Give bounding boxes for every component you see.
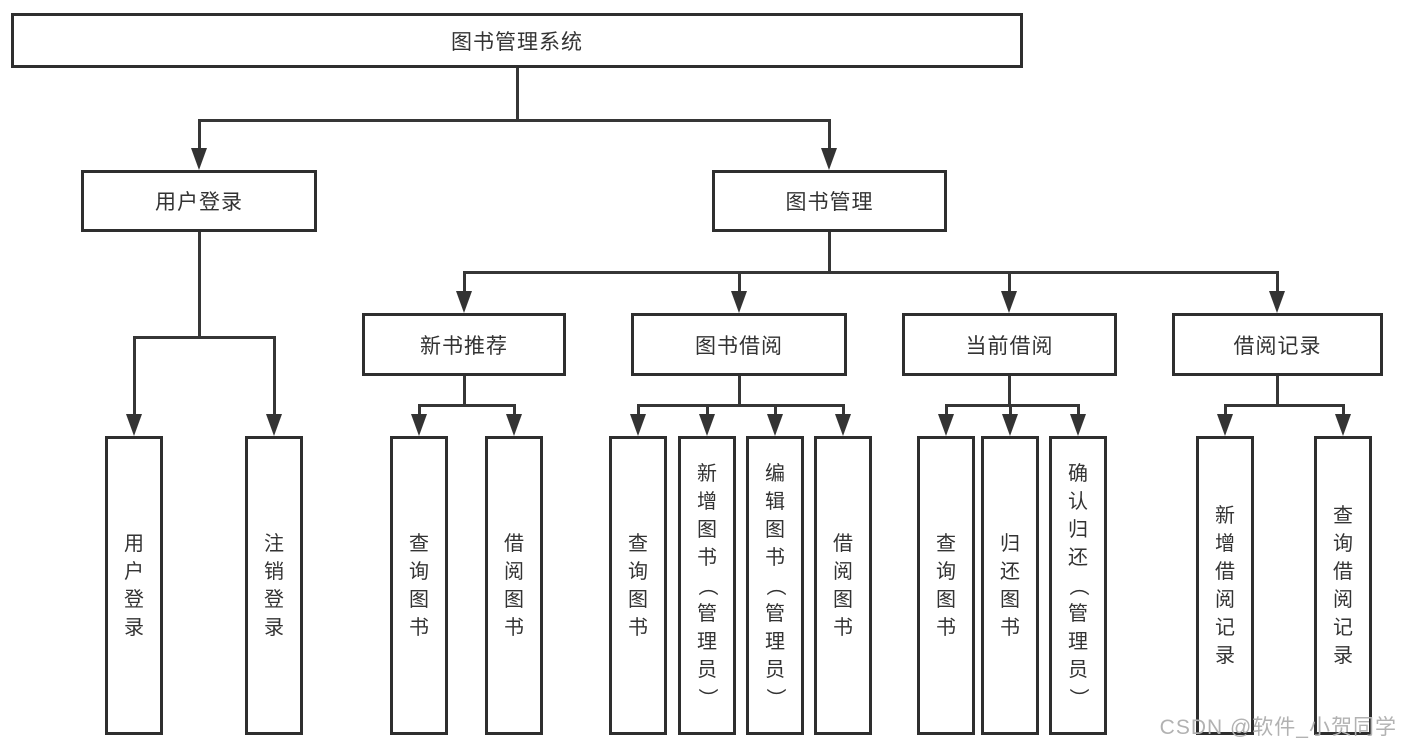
leaf-logout: 注销登录 <box>245 436 303 735</box>
connector-line <box>945 404 948 418</box>
arrowhead-down-icon <box>1335 414 1351 436</box>
arrowhead-down-icon <box>266 414 282 436</box>
leaf-query-books-borrowing: 查询图书 <box>609 436 667 735</box>
arrowhead-down-icon <box>699 414 715 436</box>
connector-line <box>198 232 201 338</box>
connector-line <box>1008 271 1011 295</box>
leaf-borrow-books-recommend: 借阅图书 <box>485 436 543 735</box>
arrowhead-down-icon <box>126 414 142 436</box>
connector-line <box>945 404 1079 407</box>
arrowhead-down-icon <box>1269 291 1285 313</box>
arrowhead-down-icon <box>1070 414 1086 436</box>
arrowhead-down-icon <box>191 148 207 170</box>
connector-line <box>706 404 709 418</box>
arrowhead-down-icon <box>1001 291 1017 313</box>
connector-line <box>463 271 466 295</box>
arrowhead-down-icon <box>767 414 783 436</box>
leaf-borrow-books-borrowing: 借阅图书 <box>814 436 872 735</box>
connector-line <box>1009 404 1012 418</box>
node-user-login: 用户登录 <box>81 170 317 232</box>
node-borrowing-records: 借阅记录 <box>1172 313 1383 376</box>
connector-line <box>1077 404 1080 418</box>
arrowhead-down-icon <box>731 291 747 313</box>
leaf-edit-books-admin: 编辑图书（管理员） <box>746 436 804 735</box>
connector-line <box>1276 271 1279 295</box>
connector-line <box>828 232 831 273</box>
connector-line <box>1342 404 1345 418</box>
leaf-query-books-current: 查询图书 <box>917 436 975 735</box>
arrowhead-down-icon <box>1002 414 1018 436</box>
arrowhead-down-icon <box>506 414 522 436</box>
watermark: CSDN @软件_小贺同学 <box>1159 716 1397 739</box>
leaf-add-books-admin: 新增图书（管理员） <box>678 436 736 735</box>
connector-line <box>133 336 276 339</box>
connector-line <box>273 336 276 416</box>
connector-line <box>1224 404 1227 418</box>
connector-line <box>513 404 516 418</box>
connector-line <box>133 336 136 416</box>
connector-line <box>637 404 844 407</box>
connector-line <box>842 404 845 418</box>
connector-line <box>828 119 831 151</box>
connector-line <box>738 271 741 295</box>
connector-line <box>1276 376 1279 407</box>
arrowhead-down-icon <box>938 414 954 436</box>
arrowhead-down-icon <box>821 148 837 170</box>
leaf-confirm-return-admin: 确认归还（管理员） <box>1049 436 1107 735</box>
leaf-return-books: 归还图书 <box>981 436 1039 735</box>
node-book-management: 图书管理 <box>712 170 947 232</box>
node-current-borrowing: 当前借阅 <box>902 313 1117 376</box>
leaf-query-books-recommend: 查询图书 <box>390 436 448 735</box>
leaf-add-borrow-record: 新增借阅记录 <box>1196 436 1254 735</box>
connector-line <box>418 404 516 407</box>
connector-line <box>738 376 741 407</box>
connector-line <box>418 404 421 418</box>
connector-line <box>1224 404 1344 407</box>
leaf-user-login: 用户登录 <box>105 436 163 735</box>
arrowhead-down-icon <box>1217 414 1233 436</box>
connector-line <box>637 404 640 418</box>
leaf-query-borrow-record: 查询借阅记录 <box>1314 436 1372 735</box>
connector-line <box>198 119 831 122</box>
arrowhead-down-icon <box>411 414 427 436</box>
connector-line <box>198 119 201 151</box>
arrowhead-down-icon <box>630 414 646 436</box>
connector-line <box>774 404 777 418</box>
node-book-borrowing: 图书借阅 <box>631 313 847 376</box>
node-library-management-system: 图书管理系统 <box>11 13 1023 68</box>
arrowhead-down-icon <box>835 414 851 436</box>
connector-line <box>463 376 466 407</box>
node-new-book-recommendation: 新书推荐 <box>362 313 566 376</box>
arrowhead-down-icon <box>456 291 472 313</box>
connector-line <box>463 271 1279 274</box>
connector-line <box>1008 376 1011 407</box>
connector-line <box>516 68 519 121</box>
